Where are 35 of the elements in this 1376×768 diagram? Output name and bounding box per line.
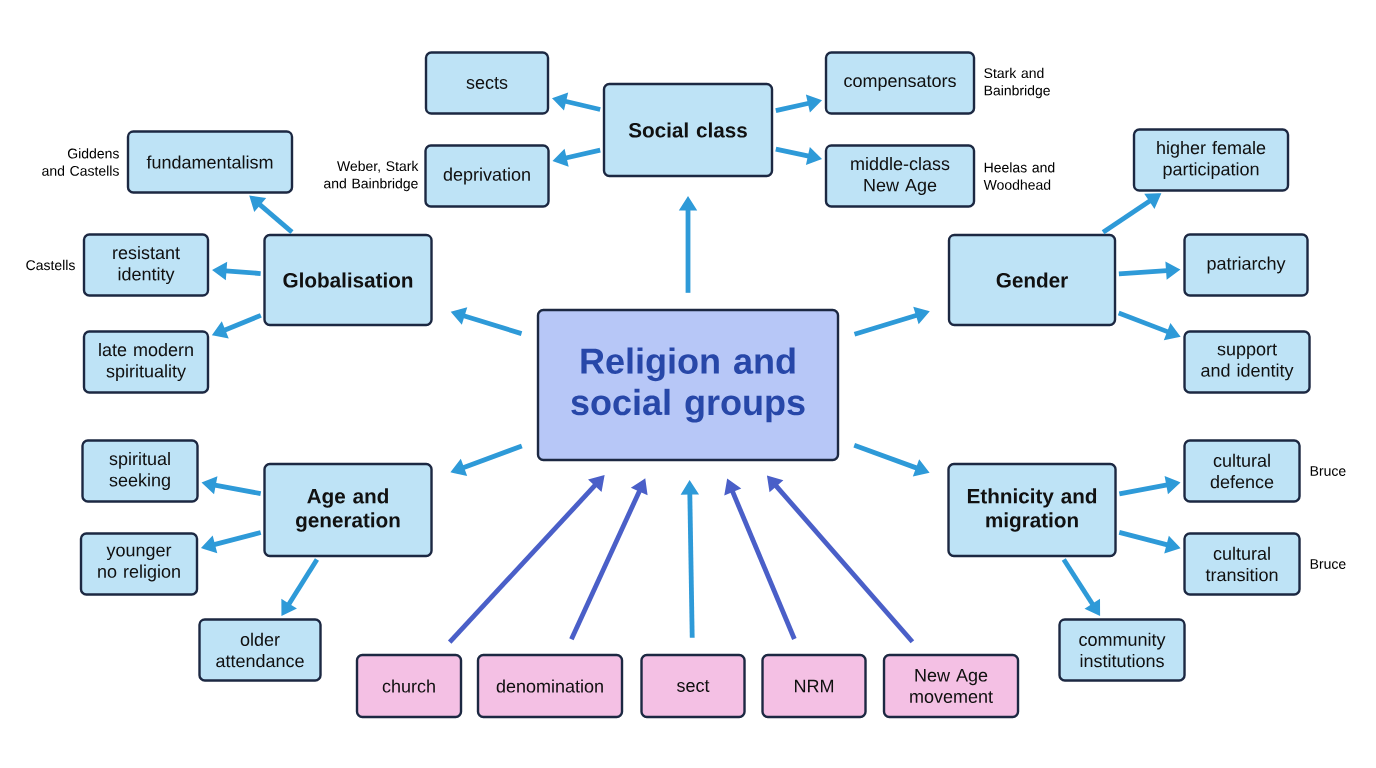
author-note: Castells [26, 259, 75, 271]
concept-box: compensators [824, 51, 976, 115]
author-note: Bruce [1310, 466, 1346, 476]
category-box: sect [640, 653, 746, 719]
concept-box: middle-class New Age [824, 144, 976, 208]
concept-box: spiritual seeking [81, 439, 199, 503]
topic-box: Globalisation [263, 233, 433, 327]
concept-box: cultural transition [1183, 532, 1301, 596]
concept-box: younger no religion [79, 532, 199, 596]
author-note: Weber, Stark and Bainbridge [324, 160, 419, 192]
concept-box: higher female participation [1132, 128, 1290, 192]
concept-box: deprivation [424, 144, 550, 208]
concept-box: patriarchy [1183, 233, 1309, 297]
author-note: Giddens and Castells [42, 148, 119, 176]
concept-box: late modern spirituality [82, 330, 210, 394]
concept-box: older attendance [198, 618, 322, 682]
topic-box: Social class [602, 82, 774, 178]
center-box: Religion and social groups [536, 308, 840, 462]
author-note: Heelas and Woodhead [983, 162, 1055, 190]
concept-box: community institutions [1058, 618, 1186, 682]
category-box: NRM [761, 653, 867, 719]
topic-box: Gender [947, 233, 1117, 327]
arrow [447, 475, 605, 644]
category-box: New Age movement [882, 653, 1020, 719]
concept-box: fundamentalism [126, 130, 294, 194]
category-box: denomination [476, 653, 624, 719]
concept-box: cultural defence [1183, 439, 1301, 503]
concept-box: sects [424, 51, 550, 115]
topic-box: Age and generation [263, 462, 433, 558]
concept-box: resistant identity [82, 233, 210, 297]
author-note: Bruce [1310, 559, 1346, 569]
topic-box: Ethnicity and migration [947, 462, 1117, 558]
author-note: Stark and Bainbridge [984, 67, 1050, 99]
concept-box: support and identity [1183, 330, 1311, 394]
category-box: church [355, 653, 463, 719]
